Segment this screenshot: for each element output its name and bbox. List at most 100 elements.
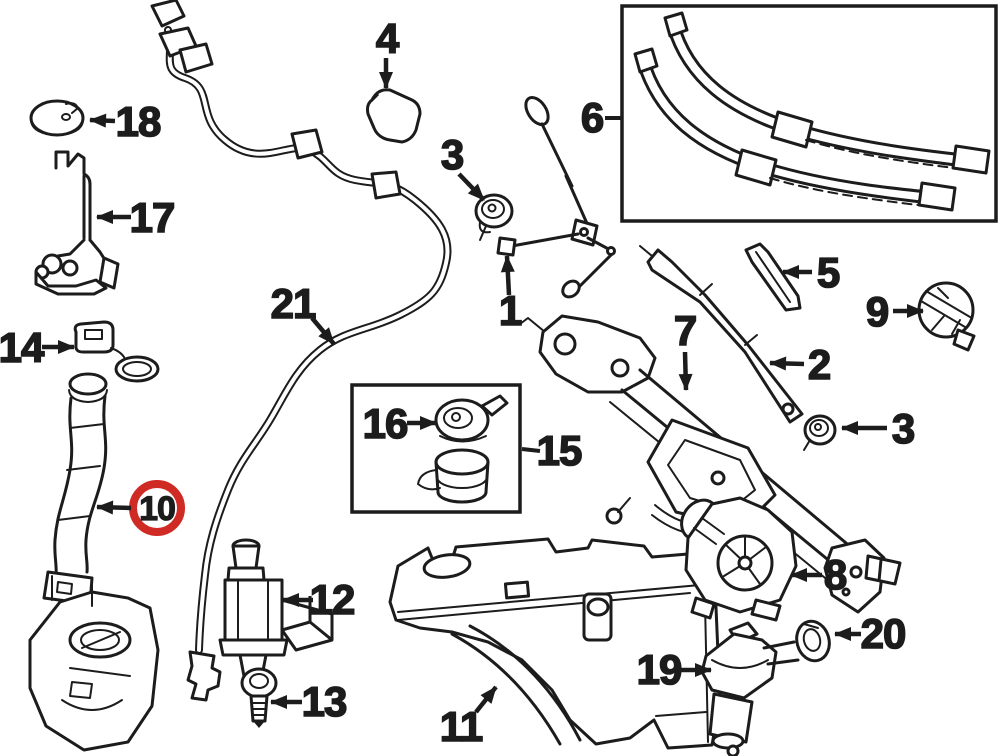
reservoir-detail-3 xyxy=(69,681,93,699)
motor-tab-2 xyxy=(690,596,716,620)
pump-neck xyxy=(226,566,266,582)
valve-knob xyxy=(726,744,740,756)
hose-inner-highlight xyxy=(166,28,450,652)
wiper-blade-upper xyxy=(663,11,991,175)
kit-cap-bottom xyxy=(436,490,488,504)
cap9-facets xyxy=(931,287,961,335)
bracket-vertical xyxy=(82,174,92,242)
linkage-hook xyxy=(519,317,546,333)
part-label-3-left: 3 xyxy=(441,131,463,178)
part-label-9: 9 xyxy=(866,288,888,335)
part-8-wiper-motor xyxy=(680,496,798,622)
neck-tick-1 xyxy=(69,423,105,429)
kit-cap-top xyxy=(434,448,490,476)
cap-body xyxy=(29,99,85,137)
arrow-part-7 xyxy=(678,351,693,391)
tether-ring-outer xyxy=(114,355,160,383)
blade1-inner xyxy=(666,25,982,170)
part-21-washer-hose xyxy=(150,0,452,702)
part-label-5: 5 xyxy=(817,249,840,296)
highlight-circle-part-10 xyxy=(129,480,185,536)
hose-clip-2 xyxy=(290,128,324,160)
arm2-hook-tip xyxy=(639,245,653,257)
part-label-8: 8 xyxy=(824,551,847,598)
pump-flange xyxy=(218,638,289,657)
linkage-fork xyxy=(864,554,902,586)
part-4-cover xyxy=(366,88,422,144)
valve-bottom xyxy=(711,732,745,750)
wiper-blade-lower xyxy=(633,47,957,212)
tether-ring-inner xyxy=(122,361,152,377)
cap-head-slot xyxy=(84,329,103,340)
valve-body-ring xyxy=(711,659,769,669)
part-label-2: 2 xyxy=(808,341,830,388)
blade2-start-cap xyxy=(633,47,659,74)
arrow-part-3-left xyxy=(457,172,486,202)
part-label-11: 11 xyxy=(440,703,483,750)
nozzle-center xyxy=(487,203,497,213)
part-label-6: 6 xyxy=(581,94,603,141)
reservoir-pillar xyxy=(51,575,93,607)
bracket-foot-pad xyxy=(98,256,120,290)
arm-shaft-thick xyxy=(564,174,591,230)
part-18-cap xyxy=(29,99,85,137)
linkage-crank-hole xyxy=(710,470,726,486)
pump-stem xyxy=(231,544,261,570)
blade1-outer xyxy=(676,20,984,159)
part-label-1: 1 xyxy=(499,287,522,334)
part-12-washer-pump xyxy=(218,538,334,694)
part-2-wiper-arm xyxy=(639,245,804,424)
part-10-reservoir-base xyxy=(28,575,160,752)
tank-seam-2 xyxy=(397,592,691,621)
nozzle-tab xyxy=(478,221,491,241)
cap9-tab xyxy=(952,328,976,352)
leader-part-15 xyxy=(521,447,541,453)
valve-body xyxy=(700,632,778,700)
tank-arch-outer xyxy=(450,632,562,746)
part-14-filler-cap xyxy=(73,320,160,383)
cap-dot xyxy=(61,113,71,121)
kit-nozzle-base xyxy=(439,435,487,443)
part-19-valve xyxy=(700,621,800,756)
blade2-clip xyxy=(734,148,778,187)
arm2-joint-2 xyxy=(744,334,758,346)
nozzle-mid xyxy=(481,199,505,219)
part-6-wiper-blades xyxy=(620,4,998,223)
bolt-threads xyxy=(251,702,267,716)
arrow-part-21 xyxy=(310,316,336,346)
tank-side-tab-hole xyxy=(586,597,610,617)
cap-tether xyxy=(110,347,126,360)
part-10-filler-neck xyxy=(42,372,108,606)
nozzle-r-tab xyxy=(803,439,811,451)
arm2-end-hole xyxy=(781,402,795,416)
neck-flange-slot xyxy=(56,581,73,595)
motor-spokes xyxy=(723,536,767,585)
part-20-grommet xyxy=(795,619,831,663)
part-label-13: 13 xyxy=(302,678,347,725)
part-label-20: 20 xyxy=(861,610,906,657)
hose-clip-3 xyxy=(370,170,402,200)
grommet-notch xyxy=(803,623,819,629)
arm-link-left-end xyxy=(496,236,517,257)
arm2-body xyxy=(646,248,804,424)
reservoir-detail-1 xyxy=(61,699,123,711)
neck-tick-2 xyxy=(66,465,101,471)
pump-bracket xyxy=(280,596,334,652)
arrow-part-2 xyxy=(769,356,805,371)
blade1-clip xyxy=(770,110,814,149)
kit-nozzle-swirl xyxy=(443,407,473,429)
neck-top-opening xyxy=(68,372,108,396)
part-label-14: 14 xyxy=(0,324,45,371)
cap-tab xyxy=(65,102,79,114)
motor-hub xyxy=(737,555,753,571)
arm-link-hole xyxy=(606,246,616,256)
leader-arrows xyxy=(42,58,924,714)
kit-cap-tab xyxy=(417,469,441,491)
part-15-16-kit xyxy=(350,383,522,514)
part-label-19: 19 xyxy=(637,646,682,693)
arrow-part-1 xyxy=(500,255,515,296)
arm2-joint-1 xyxy=(699,283,713,296)
valve-prong-1 xyxy=(762,640,796,650)
arm-link-left xyxy=(510,232,580,248)
grommet-inner xyxy=(802,628,822,652)
